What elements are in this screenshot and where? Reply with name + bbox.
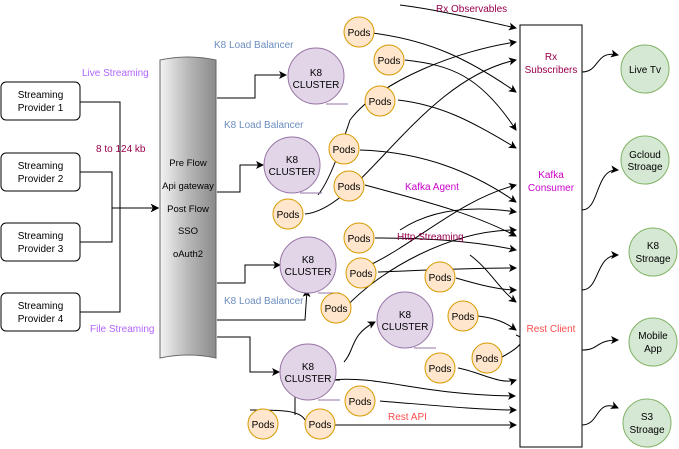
pod-label: Pods <box>429 273 452 284</box>
pod-label: Pods <box>338 182 361 193</box>
pod[interactable]: Pods <box>424 352 456 384</box>
rx-subscribers-line1: Rx <box>545 52 557 63</box>
cluster-3-line1: K8 <box>302 255 315 266</box>
kafka-consumer-line2: Consumer <box>528 183 575 194</box>
output-mobile-line1: Mobile <box>638 331 668 342</box>
cluster-2-line1: K8 <box>286 155 299 166</box>
load-balancer-label-3: K8 Load Balancer <box>224 296 304 307</box>
cluster-4-line2: CLUSTER <box>382 322 429 333</box>
pod-label: Pods <box>325 304 348 315</box>
gateway-line-api-gateway: Api gateway <box>162 181 214 192</box>
output-live-tv[interactable]: Live Tv <box>620 44 670 94</box>
rx-observables-label: Rx Observables <box>436 4 507 15</box>
output-k8-storage[interactable]: K8 Stroage <box>628 227 678 277</box>
pod[interactable]: Pods <box>471 342 503 374</box>
pod-label: Pods <box>277 210 300 221</box>
cluster-1[interactable]: K8 CLUSTER <box>287 47 348 105</box>
pod-label: Pods <box>378 56 401 67</box>
kafka-consumer-line1: Kafka <box>538 170 564 181</box>
pod-label: Pods <box>333 145 356 156</box>
gateway-line-post-flow: Post Flow <box>167 204 209 215</box>
load-balancer-label-1: K8 Load Balancer <box>214 40 294 51</box>
provider-4-line1: Streaming <box>18 301 64 312</box>
cluster-4-line1: K8 <box>399 310 412 321</box>
pod[interactable]: Pods <box>304 408 336 440</box>
output-mobile-app[interactable]: Mobile App <box>628 317 678 367</box>
output-mobile-line2: App <box>644 344 662 355</box>
provider-1[interactable]: Streaming Provider 1 <box>0 81 81 121</box>
pod[interactable]: Pods <box>333 170 365 202</box>
pod-label: Pods <box>348 234 371 245</box>
provider-2-line1: Streaming <box>18 161 64 172</box>
pod[interactable]: Pods <box>424 261 456 293</box>
pod-label: Pods <box>349 397 372 408</box>
kafka-agent-label: Kafka Agent <box>405 182 459 193</box>
provider-3-line2: Provider 3 <box>18 244 64 255</box>
cluster-5[interactable]: K8 CLUSTER <box>279 343 340 401</box>
gateway-line-pre-flow: Pre Flow <box>169 158 207 169</box>
cluster-1-line1: K8 <box>310 68 323 79</box>
rate-label: 8 to 124 kb <box>96 144 146 155</box>
provider-4-line2: Provider 4 <box>18 314 64 325</box>
output-k8-line1: K8 <box>647 241 660 252</box>
pod[interactable]: Pods <box>344 385 376 417</box>
cluster-2-line2: CLUSTER <box>269 167 316 178</box>
provider-1-line1: Streaming <box>18 90 64 101</box>
http-streaming-label: Http Streaming <box>397 232 464 243</box>
rest-api-label: Rest API <box>388 412 427 423</box>
pod[interactable]: Pods <box>343 222 375 254</box>
output-live-tv-label: Live Tv <box>629 65 661 76</box>
live-streaming-label: Live Streaming <box>82 68 149 79</box>
pod-label: Pods <box>369 97 392 108</box>
pod[interactable]: Pods <box>447 300 479 332</box>
cluster-3[interactable]: K8 CLUSTER <box>279 236 340 294</box>
provider-2[interactable]: Streaming Provider 2 <box>0 152 81 192</box>
pod[interactable]: Pods <box>343 16 375 48</box>
cluster-5-line2: CLUSTER <box>285 374 332 385</box>
gateway-line-sso: SSO <box>178 226 198 237</box>
output-gcloud-line2: Stroage <box>627 162 662 173</box>
pod-label: Pods <box>309 420 332 431</box>
pod[interactable]: Pods <box>247 408 279 440</box>
cluster-1-line2: CLUSTER <box>293 80 340 91</box>
output-s3-line1: S3 <box>641 412 654 423</box>
load-balancer-label-2: K8 Load Balancer <box>224 120 304 131</box>
cluster-4[interactable]: K8 CLUSTER <box>376 291 436 349</box>
cluster-3-line2: CLUSTER <box>285 267 332 278</box>
gateway-line-oauth2: oAuth2 <box>173 249 203 260</box>
output-s3-line2: Stroage <box>629 425 664 436</box>
pod-label: Pods <box>350 269 373 280</box>
provider-4[interactable]: Streaming Provider 4 <box>0 292 81 332</box>
pod-label: Pods <box>452 312 475 323</box>
rest-client-label: Rest Client <box>527 324 576 335</box>
output-k8-line2: Stroage <box>635 254 670 265</box>
rx-subscribers-line2: Subscribers <box>525 65 578 76</box>
consumer-box[interactable]: Rx Subscribers Kafka Consumer Rest Clien… <box>519 24 583 448</box>
output-gcloud-storage[interactable]: Gcloud Stroage <box>620 135 670 185</box>
pod-label: Pods <box>429 364 452 375</box>
pod-label: Pods <box>252 420 275 431</box>
pod[interactable]: Pods <box>328 133 360 165</box>
pod-label: Pods <box>348 28 371 39</box>
output-s3-storage[interactable]: S3 Stroage <box>622 398 672 448</box>
file-streaming-label: File Streaming <box>90 324 154 335</box>
pod[interactable]: Pods <box>272 198 304 230</box>
pods-group: Pods Pods Pods Pods Pods Pods Pods Pods … <box>247 16 503 440</box>
cluster-2[interactable]: K8 CLUSTER <box>263 136 322 194</box>
api-gateway[interactable]: Pre Flow Api gateway Post Flow SSO oAuth… <box>159 56 217 359</box>
provider-1-line2: Provider 1 <box>18 103 64 114</box>
pod[interactable]: Pods <box>364 85 396 117</box>
output-gcloud-line1: Gcloud <box>629 150 661 161</box>
provider-3[interactable]: Streaming Provider 3 <box>0 222 81 262</box>
cluster-5-line1: K8 <box>302 362 315 373</box>
provider-2-line2: Provider 2 <box>18 174 64 185</box>
provider-3-line1: Streaming <box>18 231 64 242</box>
pod[interactable]: Pods <box>345 257 377 289</box>
pod[interactable]: Pods <box>373 44 405 76</box>
pod[interactable]: Pods <box>320 292 352 324</box>
pod-label: Pods <box>476 354 499 365</box>
